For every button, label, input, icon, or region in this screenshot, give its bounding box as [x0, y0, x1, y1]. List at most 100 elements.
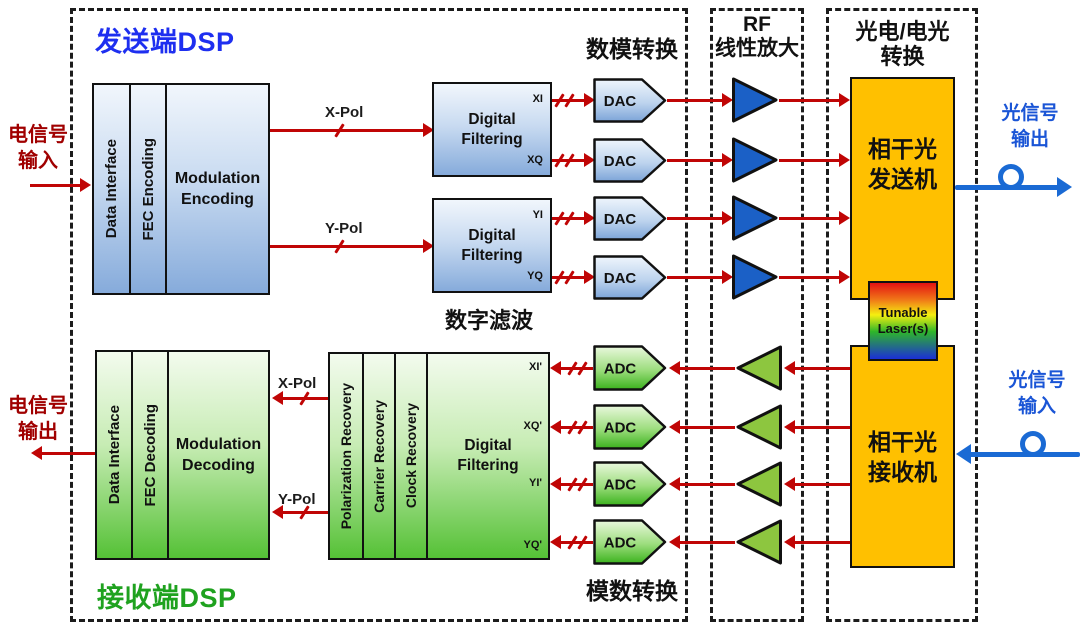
rx-modulation-decoding-block: Modulation Decoding: [169, 352, 268, 558]
adc-label: ADC: [604, 420, 637, 437]
adc-block-3: ADC: [593, 461, 667, 512]
rx-fec-decoding-block: FEC Decoding: [133, 352, 169, 558]
tx-x-pol-arrow: [270, 122, 434, 138]
rx-data-interface-label: Data Interface: [105, 405, 123, 505]
port-xq-prime: XQ': [523, 420, 542, 432]
tx-main-block: Data Interface FEC Encoding Modulation E…: [92, 83, 270, 295]
rx-bus-arrow-xi: [550, 360, 593, 376]
rx-main-block: Data Interface FEC Decoding Modulation D…: [95, 350, 270, 560]
clock-recovery-label: Clock Recovery: [403, 403, 419, 509]
tx-y-pol-label: Y-Pol: [325, 220, 363, 237]
tx-modulation-encoding-block: Modulation Encoding: [167, 85, 268, 293]
port-yi-prime: YI': [528, 477, 542, 489]
amp-to-adc-line-1: [669, 360, 735, 375]
tx-filter-y-line1: Digital: [468, 226, 516, 244]
rx-filter-line1: Digital: [464, 437, 512, 454]
rf-header-line1: RF: [743, 13, 771, 36]
receiver-line2: 接收机: [868, 458, 937, 485]
amp-to-adc-line-2: [669, 419, 735, 434]
rx-x-pol-label: X-Pol: [278, 375, 317, 392]
rf-amp-tx-4: [731, 253, 779, 306]
rx-modulation-line1: Modulation: [175, 436, 262, 453]
tx-filter-y-line2: Filtering: [461, 246, 523, 264]
rx-dsp-title: 接收端DSP: [97, 583, 237, 613]
optical-input-line2: 输入: [1017, 396, 1056, 417]
rf-header-line2: 线性放大: [715, 36, 799, 60]
tunable-laser-block: Tunable Laser(s): [868, 281, 938, 361]
rf-amp-rx-4: [735, 518, 783, 571]
amp-to-modulator-line-3: [779, 210, 850, 225]
tx-bus-arrow-xq: [552, 152, 595, 168]
dac-block-2: DAC: [593, 137, 667, 188]
digital-filter-section-label: 数字滤波: [444, 308, 533, 333]
optical-input-label: 光信号 输入: [992, 368, 1080, 420]
dac-block-1: DAC: [593, 78, 667, 128]
tx-bus-arrow-xi: [552, 92, 595, 108]
transmitter-line2: 发送机: [868, 166, 937, 192]
dac-to-amp-line-4: [667, 269, 733, 284]
rf-amp-tx-3: [731, 194, 779, 247]
dac-to-amp-line-2: [667, 152, 733, 167]
tx-modulation-line2: Encoding: [181, 191, 254, 208]
polarization-recovery-block: Polarization Recovery: [330, 354, 364, 558]
tx-filter-x-line2: Filtering: [461, 130, 523, 148]
dac-block-3: DAC: [593, 195, 667, 246]
rf-amp-tx-2: [731, 136, 779, 189]
electrical-output-label: 电信号 输出: [6, 393, 70, 445]
transmitter-line1: 相干光: [868, 136, 937, 162]
tx-modulation-line1: Modulation: [174, 170, 261, 187]
rx-fec-decoding-label: FEC Decoding: [141, 403, 159, 507]
amp-to-modulator-line-1: [779, 92, 850, 107]
dac-label: DAC: [604, 93, 637, 110]
tx-data-interface-label: Data Interface: [103, 139, 120, 239]
electrical-input-arrow: [30, 177, 91, 192]
rx-recovery-block: Polarization Recovery Carrier Recovery C…: [328, 352, 550, 560]
dac-label: DAC: [604, 270, 637, 287]
tx-filter-x-line1: Digital: [468, 110, 516, 128]
rx-bus-arrow-yi: [550, 476, 593, 492]
adc-section-label: 模数转换: [586, 578, 678, 604]
electrical-input-label: 电信号 输入: [6, 122, 70, 174]
tx-bus-arrow-yq: [552, 269, 595, 285]
port-yi: YI: [532, 209, 543, 221]
port-yq-prime: YQ': [523, 539, 542, 551]
fiber-coil-input-icon: [1020, 431, 1046, 457]
amp-to-adc-line-4: [669, 534, 735, 549]
adc-label: ADC: [604, 477, 637, 494]
adc-block-1: ADC: [593, 345, 667, 396]
rx-modulation-line2: Decoding: [182, 457, 255, 474]
receiver-to-amp-line-2: [784, 419, 850, 434]
laser-line1: Tunable: [878, 305, 928, 320]
coherent-receiver-block: 相干光 接收机: [850, 345, 955, 568]
dsp-region-border: [70, 8, 688, 622]
adc-block-2: ADC: [593, 404, 667, 455]
fiber-coil-output-icon: [998, 164, 1024, 190]
oe-header-line1: 光电/电光: [855, 19, 950, 44]
carrier-recovery-label: Carrier Recovery: [371, 399, 387, 513]
port-yq: YQ: [527, 270, 543, 282]
rf-amp-rx-2: [735, 403, 783, 456]
tx-fec-encoding-label: FEC Encoding: [139, 137, 157, 241]
rf-amp-tx-1: [731, 76, 779, 129]
rf-amp-rx-3: [735, 460, 783, 513]
rx-bus-arrow-xq: [550, 419, 593, 435]
optical-output-label: 光信号 输出: [985, 101, 1075, 153]
adc-label: ADC: [604, 535, 637, 552]
dac-label: DAC: [604, 211, 637, 228]
rx-y-pol-label: Y-Pol: [278, 491, 316, 508]
receiver-to-amp-line-1: [784, 360, 850, 375]
tx-digital-filtering-y-block: Digital Filtering YI YQ: [432, 198, 552, 293]
dac-to-amp-line-3: [667, 210, 733, 225]
receiver-to-amp-line-4: [784, 534, 850, 549]
port-xq: XQ: [527, 154, 543, 166]
dac-to-amp-line-1: [667, 92, 733, 107]
rx-digital-filtering-block: Digital Filtering XI' XQ' YI' YQ': [428, 354, 548, 558]
electrical-output-arrow: [31, 446, 95, 460]
rf-region-border: [710, 8, 804, 622]
tx-x-pol-label: X-Pol: [325, 104, 364, 121]
optical-output-line2: 输出: [1010, 129, 1049, 150]
carrier-recovery-block: Carrier Recovery: [364, 354, 396, 558]
rx-x-pol-arrow: [272, 390, 328, 406]
rf-header: RF 线性放大: [704, 13, 810, 60]
